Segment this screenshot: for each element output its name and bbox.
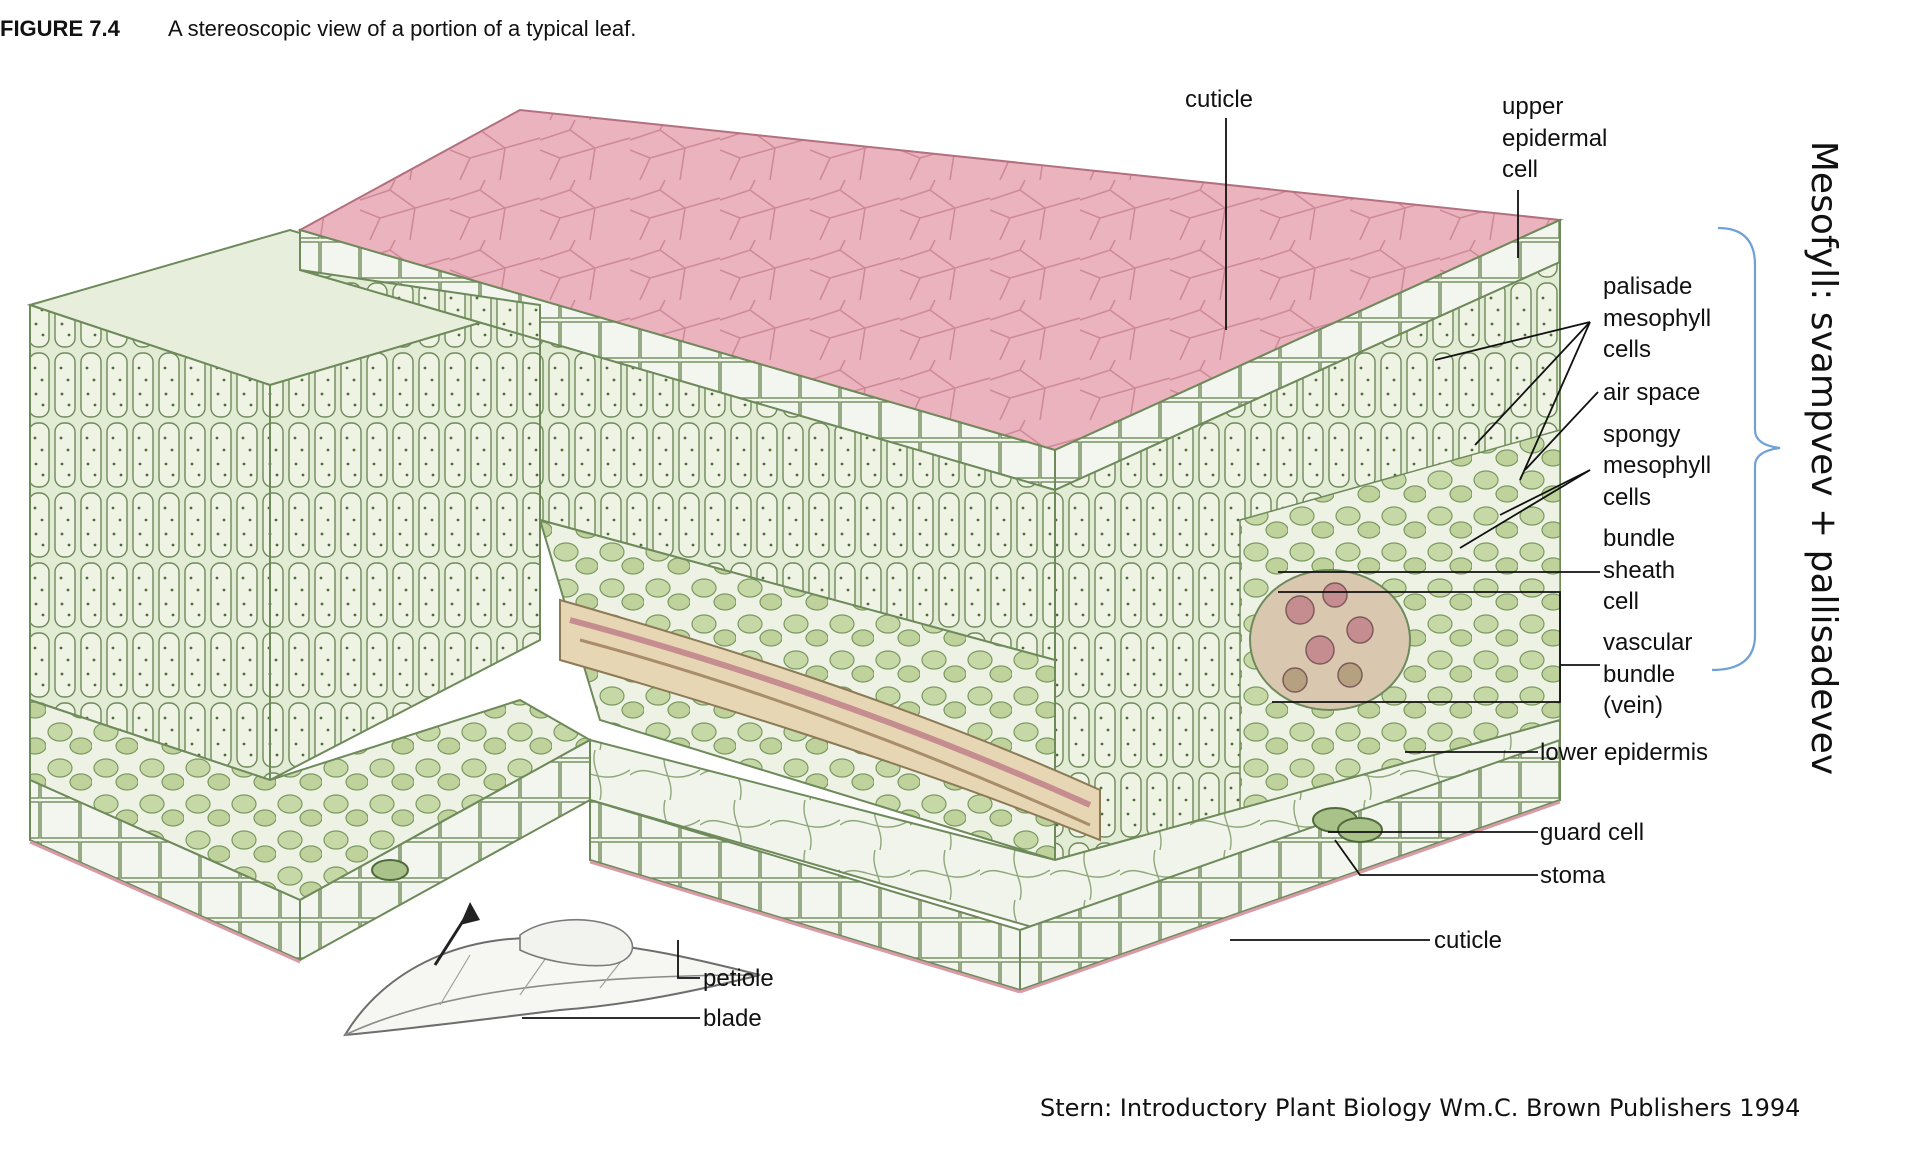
label-stoma: stoma [1540,862,1606,889]
label-spongy-1: spongy [1603,421,1680,448]
label-vascular-2: bundle [1603,661,1675,688]
label-vascular-1: vascular [1603,629,1692,656]
label-guard-cell: guard cell [1540,819,1644,846]
label-bundle-sheath-2: sheath [1603,557,1675,584]
label-petiole: petiole [703,965,774,992]
label-palisade-3: cells [1603,336,1651,363]
label-upper-epidermal-3: cell [1502,156,1538,183]
label-lower-epidermis: lower epidermis [1540,739,1708,766]
label-cuticle-bottom: cuticle [1434,927,1502,954]
source-credit: Stern: Introductory Plant Biology Wm.C. … [1040,1094,1800,1122]
figure-caption: A stereoscopic view of a portion of a ty… [168,16,636,41]
label-blade: blade [703,1005,762,1032]
mesofyll-bracket [1711,226,1781,672]
label-bundle-sheath-1: bundle [1603,525,1675,552]
label-air-space: air space [1603,379,1700,406]
label-spongy-3: cells [1603,484,1651,511]
leaf-illustration [26,108,1564,1037]
label-palisade-1: palisade [1603,273,1692,300]
label-cuticle-top: cuticle [1185,86,1253,113]
label-bundle-sheath-3: cell [1603,588,1639,615]
mesofyll-annotation: Mesofyll: svampvev + pallisadevev [1803,141,1844,775]
figure-number: FIGURE 7.4 [0,16,121,41]
label-upper-epidermal-1: upper [1502,93,1563,120]
label-spongy-2: mesophyll [1603,452,1711,479]
leaf-inset-sketch [343,902,761,1037]
label-upper-epidermal-2: epidermal [1502,125,1607,152]
leader-lines [522,118,1600,1019]
label-palisade-2: mesophyll [1603,305,1711,332]
label-vascular-3: (vein) [1603,692,1663,719]
